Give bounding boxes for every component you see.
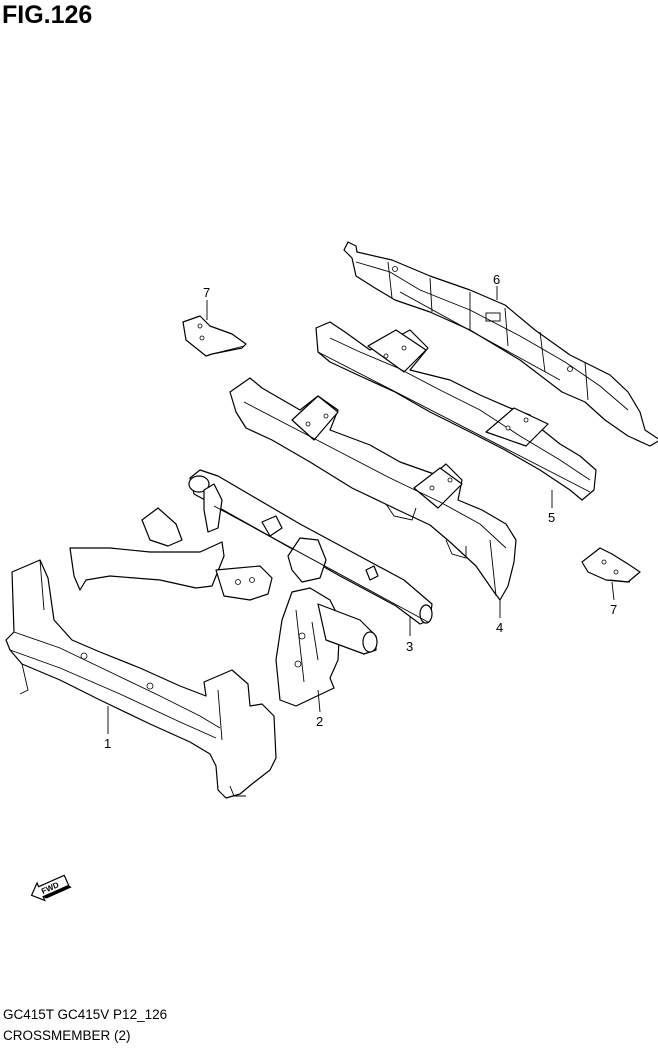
callout-3: 3 — [406, 639, 413, 654]
part-1-front-crossmember — [5, 507, 277, 799]
fwd-arrow-icon: FWD — [30, 874, 72, 902]
part-2-bracket — [275, 587, 378, 707]
callout-4: 4 — [496, 620, 503, 635]
callout-7-upper: 7 — [203, 285, 210, 300]
part-4-crossmember — [229, 377, 517, 601]
figure-title: FIG.126 — [2, 1, 93, 29]
callout-1: 1 — [104, 736, 111, 751]
leader-lines — [107, 286, 615, 734]
callout-2: 2 — [316, 714, 323, 729]
part-7-plate-lower — [581, 547, 641, 583]
callout-7-lower: 7 — [610, 602, 617, 617]
part-3-tube-crossmember — [188, 469, 433, 625]
callout-5: 5 — [548, 510, 555, 525]
part-7-plate-upper — [182, 315, 247, 357]
part-6-crossmember-rear — [343, 241, 658, 447]
callout-6: 6 — [493, 272, 500, 287]
model-code: GC415T GC415V P12_126 — [3, 1007, 168, 1022]
part-5-crossmember — [315, 321, 597, 501]
section-name: CROSSMEMBER (2) — [3, 1028, 131, 1043]
